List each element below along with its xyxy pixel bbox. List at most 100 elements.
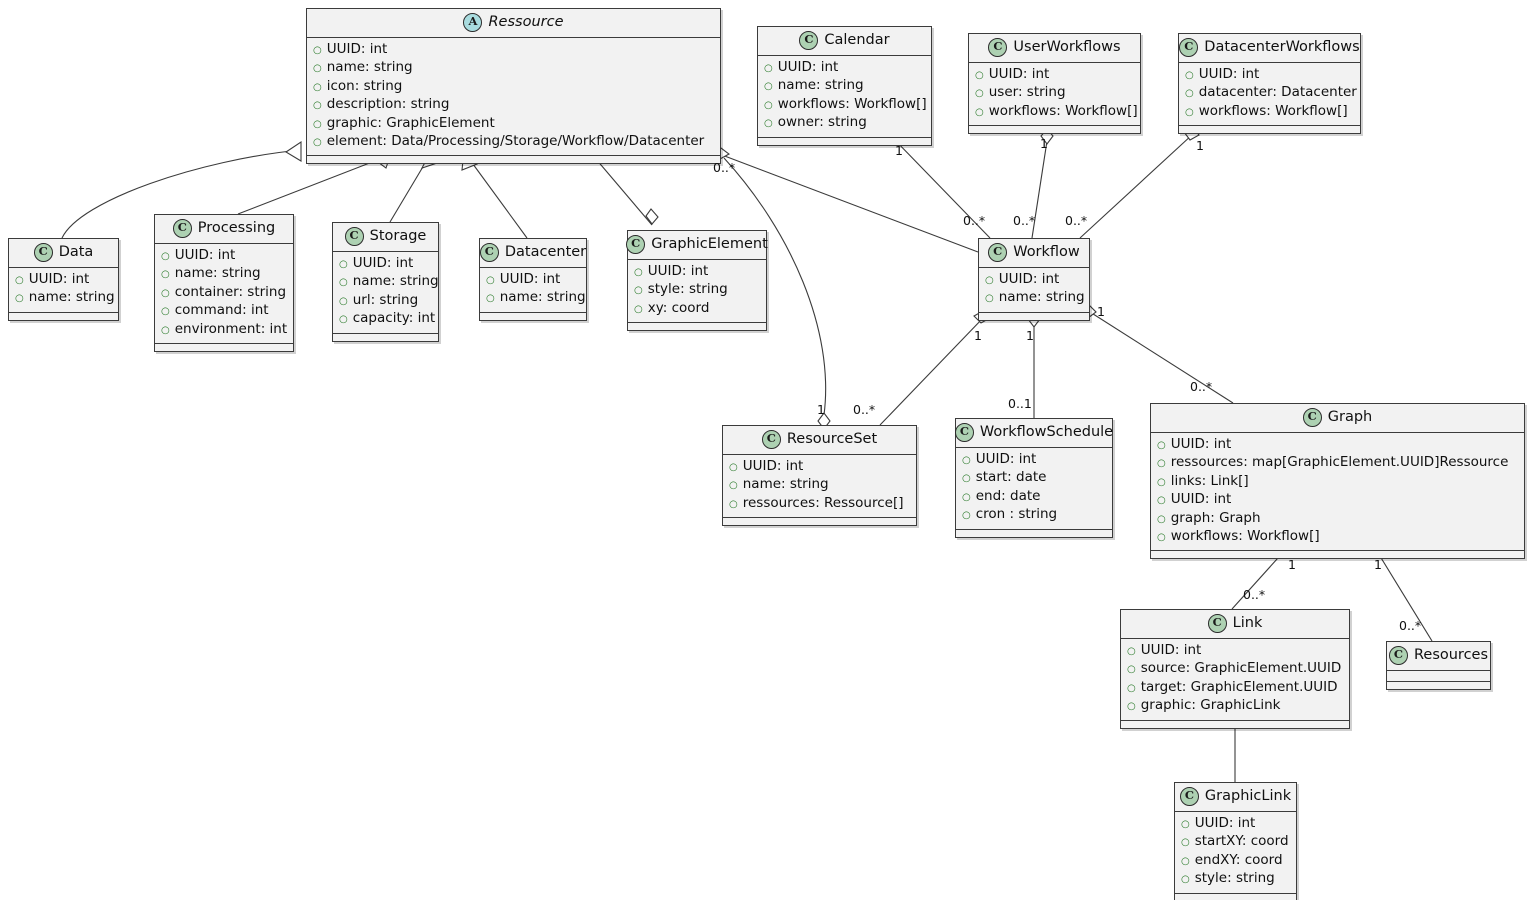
visibility-public-icon: ○ — [313, 45, 322, 56]
class-icon: C — [172, 219, 192, 238]
attribute-row: ○cron : string — [962, 506, 1106, 524]
visibility-public-icon: ○ — [1157, 440, 1166, 451]
attribute-row: ○graphic: GraphicLink — [1127, 697, 1343, 715]
class-name-workflow: Workflow — [1013, 243, 1080, 260]
edge-storage-ressource — [389, 159, 428, 223]
visibility-public-icon: ○ — [975, 70, 984, 81]
class-attributes-processing: ○UUID: int○name: string○container: strin… — [155, 244, 293, 345]
class-name-datacenter: Datacenter — [504, 243, 587, 260]
class-icon: C — [799, 31, 819, 50]
attribute-row: ○description: string — [313, 96, 714, 114]
attribute-row: ○UUID: int — [1157, 491, 1518, 509]
attribute-row: ○graphic: GraphicElement — [313, 115, 714, 133]
attribute-text: UUID: int — [352, 255, 414, 271]
visibility-public-icon: ○ — [313, 63, 322, 75]
attribute-text: cron : string — [975, 506, 1058, 523]
class-icon: C — [1388, 646, 1408, 665]
attribute-row: ○name: string — [985, 289, 1085, 307]
visibility-public-icon: ○ — [1127, 646, 1136, 657]
attribute-text: name: string — [777, 77, 864, 94]
attribute-text: name: string — [499, 289, 586, 306]
attribute-row: ○start: date — [962, 469, 1106, 487]
multiplicity-label: 0..* — [1190, 379, 1213, 394]
attribute-text: UUID: int — [647, 263, 709, 279]
attribute-text: workflows: Workflow[] — [1170, 528, 1320, 545]
visibility-public-icon: ○ — [161, 306, 170, 318]
class-methods-graphicelement — [628, 323, 766, 331]
class-icon: C — [344, 227, 364, 246]
attribute-row: ○source: GraphicElement.UUID — [1127, 660, 1343, 678]
attribute-text: environment: int — [174, 320, 288, 337]
attribute-row: ○owner: string — [764, 114, 925, 132]
multiplicity-label: 1 — [1040, 136, 1048, 151]
class-attributes-datacenterworkflows: ○UUID: int○datacenter: Datacenter○workfl… — [1179, 63, 1360, 127]
visibility-public-icon: ○ — [15, 293, 24, 305]
visibility-public-icon: ○ — [313, 100, 322, 112]
multiplicity-label: 1 — [1196, 138, 1204, 153]
attribute-text: name: string — [174, 265, 261, 282]
multiplicity-label: 1 — [817, 402, 825, 417]
attribute-text: target: GraphicElement.UUID — [1140, 678, 1338, 695]
class-icon: C — [988, 243, 1008, 262]
visibility-public-icon: ○ — [161, 269, 170, 281]
visibility-public-icon: ○ — [339, 259, 348, 270]
class-icon: C — [954, 423, 974, 442]
visibility-public-icon: ○ — [313, 118, 322, 130]
attribute-text: UUID: int — [988, 66, 1050, 82]
multiplicity-label: 1 — [1026, 328, 1034, 343]
attribute-row: ○url: string — [339, 292, 432, 310]
visibility-public-icon: ○ — [985, 275, 994, 286]
class-attributes-graphicelement: ○UUID: int○style: string○xy: coord — [628, 260, 766, 324]
visibility-public-icon: ○ — [1127, 664, 1136, 676]
visibility-public-icon: ○ — [339, 314, 348, 326]
attribute-text: name: string — [998, 289, 1085, 306]
class-methods-storage — [333, 333, 438, 341]
attribute-row: ○UUID: int — [15, 271, 112, 289]
attribute-row: ○UUID: int — [1185, 66, 1354, 84]
attribute-row: ○name: string — [764, 77, 925, 95]
visibility-public-icon: ○ — [764, 99, 773, 111]
attribute-text: UUID: int — [1170, 491, 1232, 508]
class-attributes-userworkflows: ○UUID: int○user: string○workflows: Workf… — [969, 63, 1140, 127]
visibility-public-icon: ○ — [1181, 874, 1190, 886]
class-icon: C — [626, 235, 646, 254]
visibility-public-icon: ○ — [1185, 88, 1194, 100]
attribute-text: icon: string — [326, 77, 403, 94]
multiplicity-label: 1 — [1374, 557, 1382, 572]
attribute-row: ○UUID: int — [1157, 436, 1518, 454]
attribute-text: UUID: int — [975, 451, 1037, 467]
attribute-text: name: string — [742, 476, 829, 493]
attribute-text: UUID: int — [1194, 815, 1256, 831]
class-name-graph: Graph — [1327, 408, 1373, 425]
visibility-public-icon: ○ — [161, 324, 170, 336]
attribute-row: ○name: string — [313, 59, 714, 77]
attribute-row: ○name: string — [339, 273, 439, 291]
aggregation-diamond-graphicelement — [645, 208, 659, 225]
class-name-userworkflows: UserWorkflows — [1013, 38, 1121, 55]
visibility-public-icon: ○ — [1157, 458, 1166, 470]
visibility-public-icon: ○ — [1157, 532, 1166, 544]
class-icon: C — [761, 430, 781, 449]
